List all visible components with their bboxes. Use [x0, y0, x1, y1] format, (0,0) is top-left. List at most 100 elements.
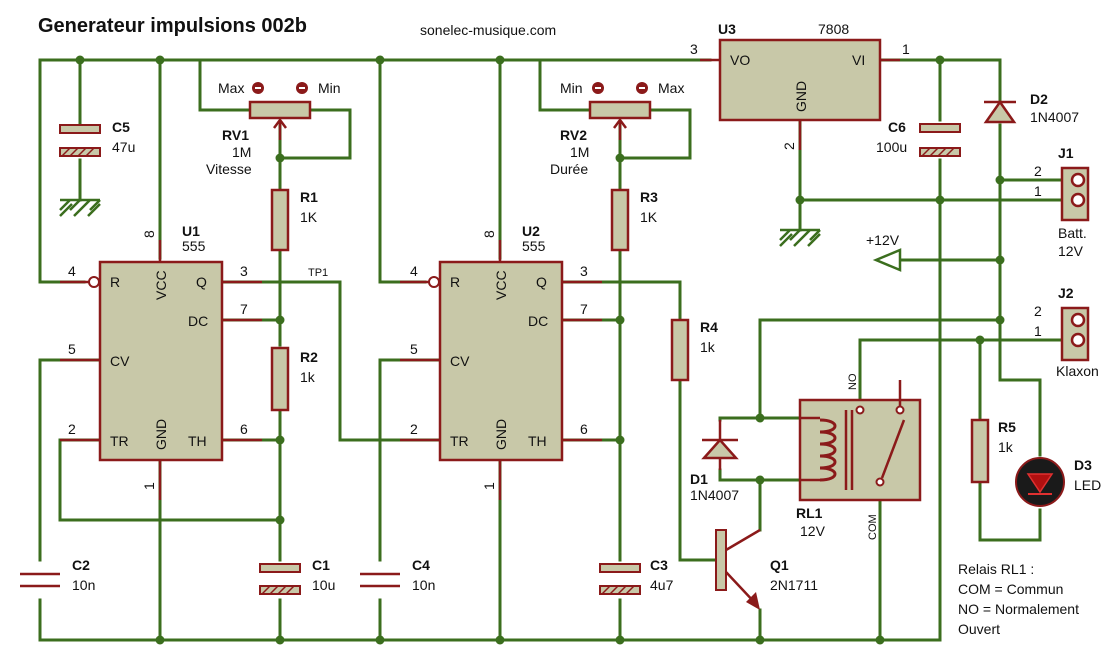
rv1-value: 1M — [232, 144, 251, 160]
c4-value: 10n — [412, 577, 435, 593]
q1-ref: Q1 — [770, 557, 789, 573]
r1-ref: R1 — [300, 189, 318, 205]
r1-value: 1K — [300, 209, 318, 225]
d1-ref: D1 — [690, 471, 708, 487]
u1-pin-tr: TR — [110, 433, 129, 449]
rv2-label: Durée — [550, 161, 588, 177]
potentiometer-rv2: Min Max RV2 1M Durée — [550, 80, 684, 177]
u3-pin1-num: 1 — [902, 41, 910, 57]
resistor-r1: R1 1K — [270, 188, 318, 252]
j1-pin2: 2 — [1034, 163, 1042, 179]
c5-ref: C5 — [112, 119, 130, 135]
u2-value: 555 — [522, 238, 546, 254]
c2-ref: C2 — [72, 557, 90, 573]
transistor-q1: Q1 2N1711 — [715, 528, 818, 610]
u2-pin2-num: 2 — [410, 421, 418, 437]
u1-pin-vcc: VCC — [153, 270, 169, 300]
j2-pin2: 2 — [1034, 303, 1042, 319]
rv2-max-label: Max — [658, 80, 684, 96]
u3-pin-vo: VO — [730, 52, 750, 68]
u1-pin2-num: 2 — [68, 421, 76, 437]
rv1-ref: RV1 — [222, 127, 249, 143]
u2-pin-gnd: GND — [493, 419, 509, 450]
test-point-tp1: TP1 — [308, 267, 328, 279]
d3-ref: D3 — [1074, 457, 1092, 473]
u3-ref: U3 — [718, 21, 736, 37]
capacitor-c6: C6 100u — [876, 119, 961, 157]
u2-pin8-num: 8 — [481, 230, 497, 238]
u2-pin-cv: CV — [450, 353, 470, 369]
diode-d1: D1 1N4007 — [690, 420, 739, 503]
c4-ref: C4 — [412, 557, 430, 573]
j1-ref: J1 — [1058, 145, 1074, 161]
c6-ref: C6 — [888, 119, 906, 135]
led-d3: D3 LED — [1015, 457, 1101, 507]
connector-j1: 2 1 J1 Batt. 12V — [1034, 145, 1090, 259]
j1-label: Batt. — [1058, 225, 1087, 241]
rl1-com-label: COM — [867, 514, 879, 540]
u1-pin-q: Q — [196, 274, 207, 290]
u1-chip: U1 555 R CV TR Q DC TH VCC GND 4 8 3 7 5… — [60, 223, 262, 500]
u2-pin3-num: 3 — [580, 263, 588, 279]
u1-pin4-num: 4 — [68, 263, 76, 279]
r2-ref: R2 — [300, 349, 318, 365]
j1-pin1: 1 — [1034, 183, 1042, 199]
u3-pin-vi: VI — [852, 52, 865, 68]
ground-symbol — [59, 198, 101, 217]
capacitor-c4: C4 10n — [360, 557, 435, 593]
d2-value: 1N4007 — [1030, 109, 1079, 125]
u3-value: 7808 — [818, 21, 849, 37]
d1-value: 1N4007 — [690, 487, 739, 503]
u3-regulator: U3 7808 VO VI GND 3 1 2 — [690, 21, 910, 150]
rl1-ref: RL1 — [796, 505, 823, 521]
u2-pin-vcc: VCC — [493, 270, 509, 300]
u1-pin-gnd: GND — [153, 419, 169, 450]
u1-pin6-num: 6 — [240, 421, 248, 437]
r4-value: 1k — [700, 339, 716, 355]
note-line-3: NO = Normalement — [958, 601, 1079, 617]
r5-value: 1k — [998, 439, 1014, 455]
rv2-min-label: Min — [560, 80, 583, 96]
rv2-ref: RV2 — [560, 127, 587, 143]
u1-pin3-num: 3 — [240, 263, 248, 279]
c1-ref: C1 — [312, 557, 330, 573]
schematic-title: Generateur impulsions 002b — [38, 15, 307, 37]
supply-label: +12V — [866, 232, 900, 248]
u2-pin-dc: DC — [528, 313, 548, 329]
capacitor-c2: C2 10n — [20, 557, 95, 593]
u1-pin7-num: 7 — [240, 301, 248, 317]
j2-ref: J2 — [1058, 285, 1074, 301]
rv1-max-label: Max — [218, 80, 244, 96]
resistor-r5: R5 1k — [970, 418, 1016, 484]
junctions — [75, 55, 1005, 645]
u1-ref: U1 — [182, 223, 200, 239]
supply-terminal: +12V — [866, 232, 902, 272]
note-line-4: Ouvert — [958, 621, 1000, 637]
u1-pin-dc: DC — [188, 313, 208, 329]
d2-ref: D2 — [1030, 91, 1048, 107]
c3-value: 4u7 — [650, 577, 674, 593]
capacitor-c5: C5 47u — [59, 119, 135, 157]
c3-ref: C3 — [650, 557, 668, 573]
c6-value: 100u — [876, 139, 907, 155]
rl1-value: 12V — [800, 523, 826, 539]
relay-rl1: RL1 12V NO COM — [796, 373, 922, 540]
rv2-value: 1M — [570, 144, 589, 160]
connector-j2: 2 1 J2 Klaxon — [1034, 285, 1099, 379]
q1-value: 2N1711 — [770, 577, 818, 593]
diode-d2: D2 1N4007 — [983, 91, 1079, 125]
u1-pin-r: R — [110, 274, 120, 290]
u2-pin1-num: 1 — [481, 482, 497, 490]
u2-pin-q: Q — [536, 274, 547, 290]
ground-symbol-u3 — [779, 228, 821, 247]
d3-value: LED — [1074, 477, 1101, 493]
j2-pin1: 1 — [1034, 323, 1042, 339]
capacitor-c3: C3 4u7 — [599, 557, 674, 595]
j2-label: Klaxon — [1056, 363, 1099, 379]
c5-value: 47u — [112, 139, 135, 155]
rv1-label: Vitesse — [206, 161, 252, 177]
note-line-1: Relais RL1 : — [958, 561, 1034, 577]
potentiometer-rv1: Max Min RV1 1M Vitesse — [206, 80, 341, 177]
r4-ref: R4 — [700, 319, 718, 335]
